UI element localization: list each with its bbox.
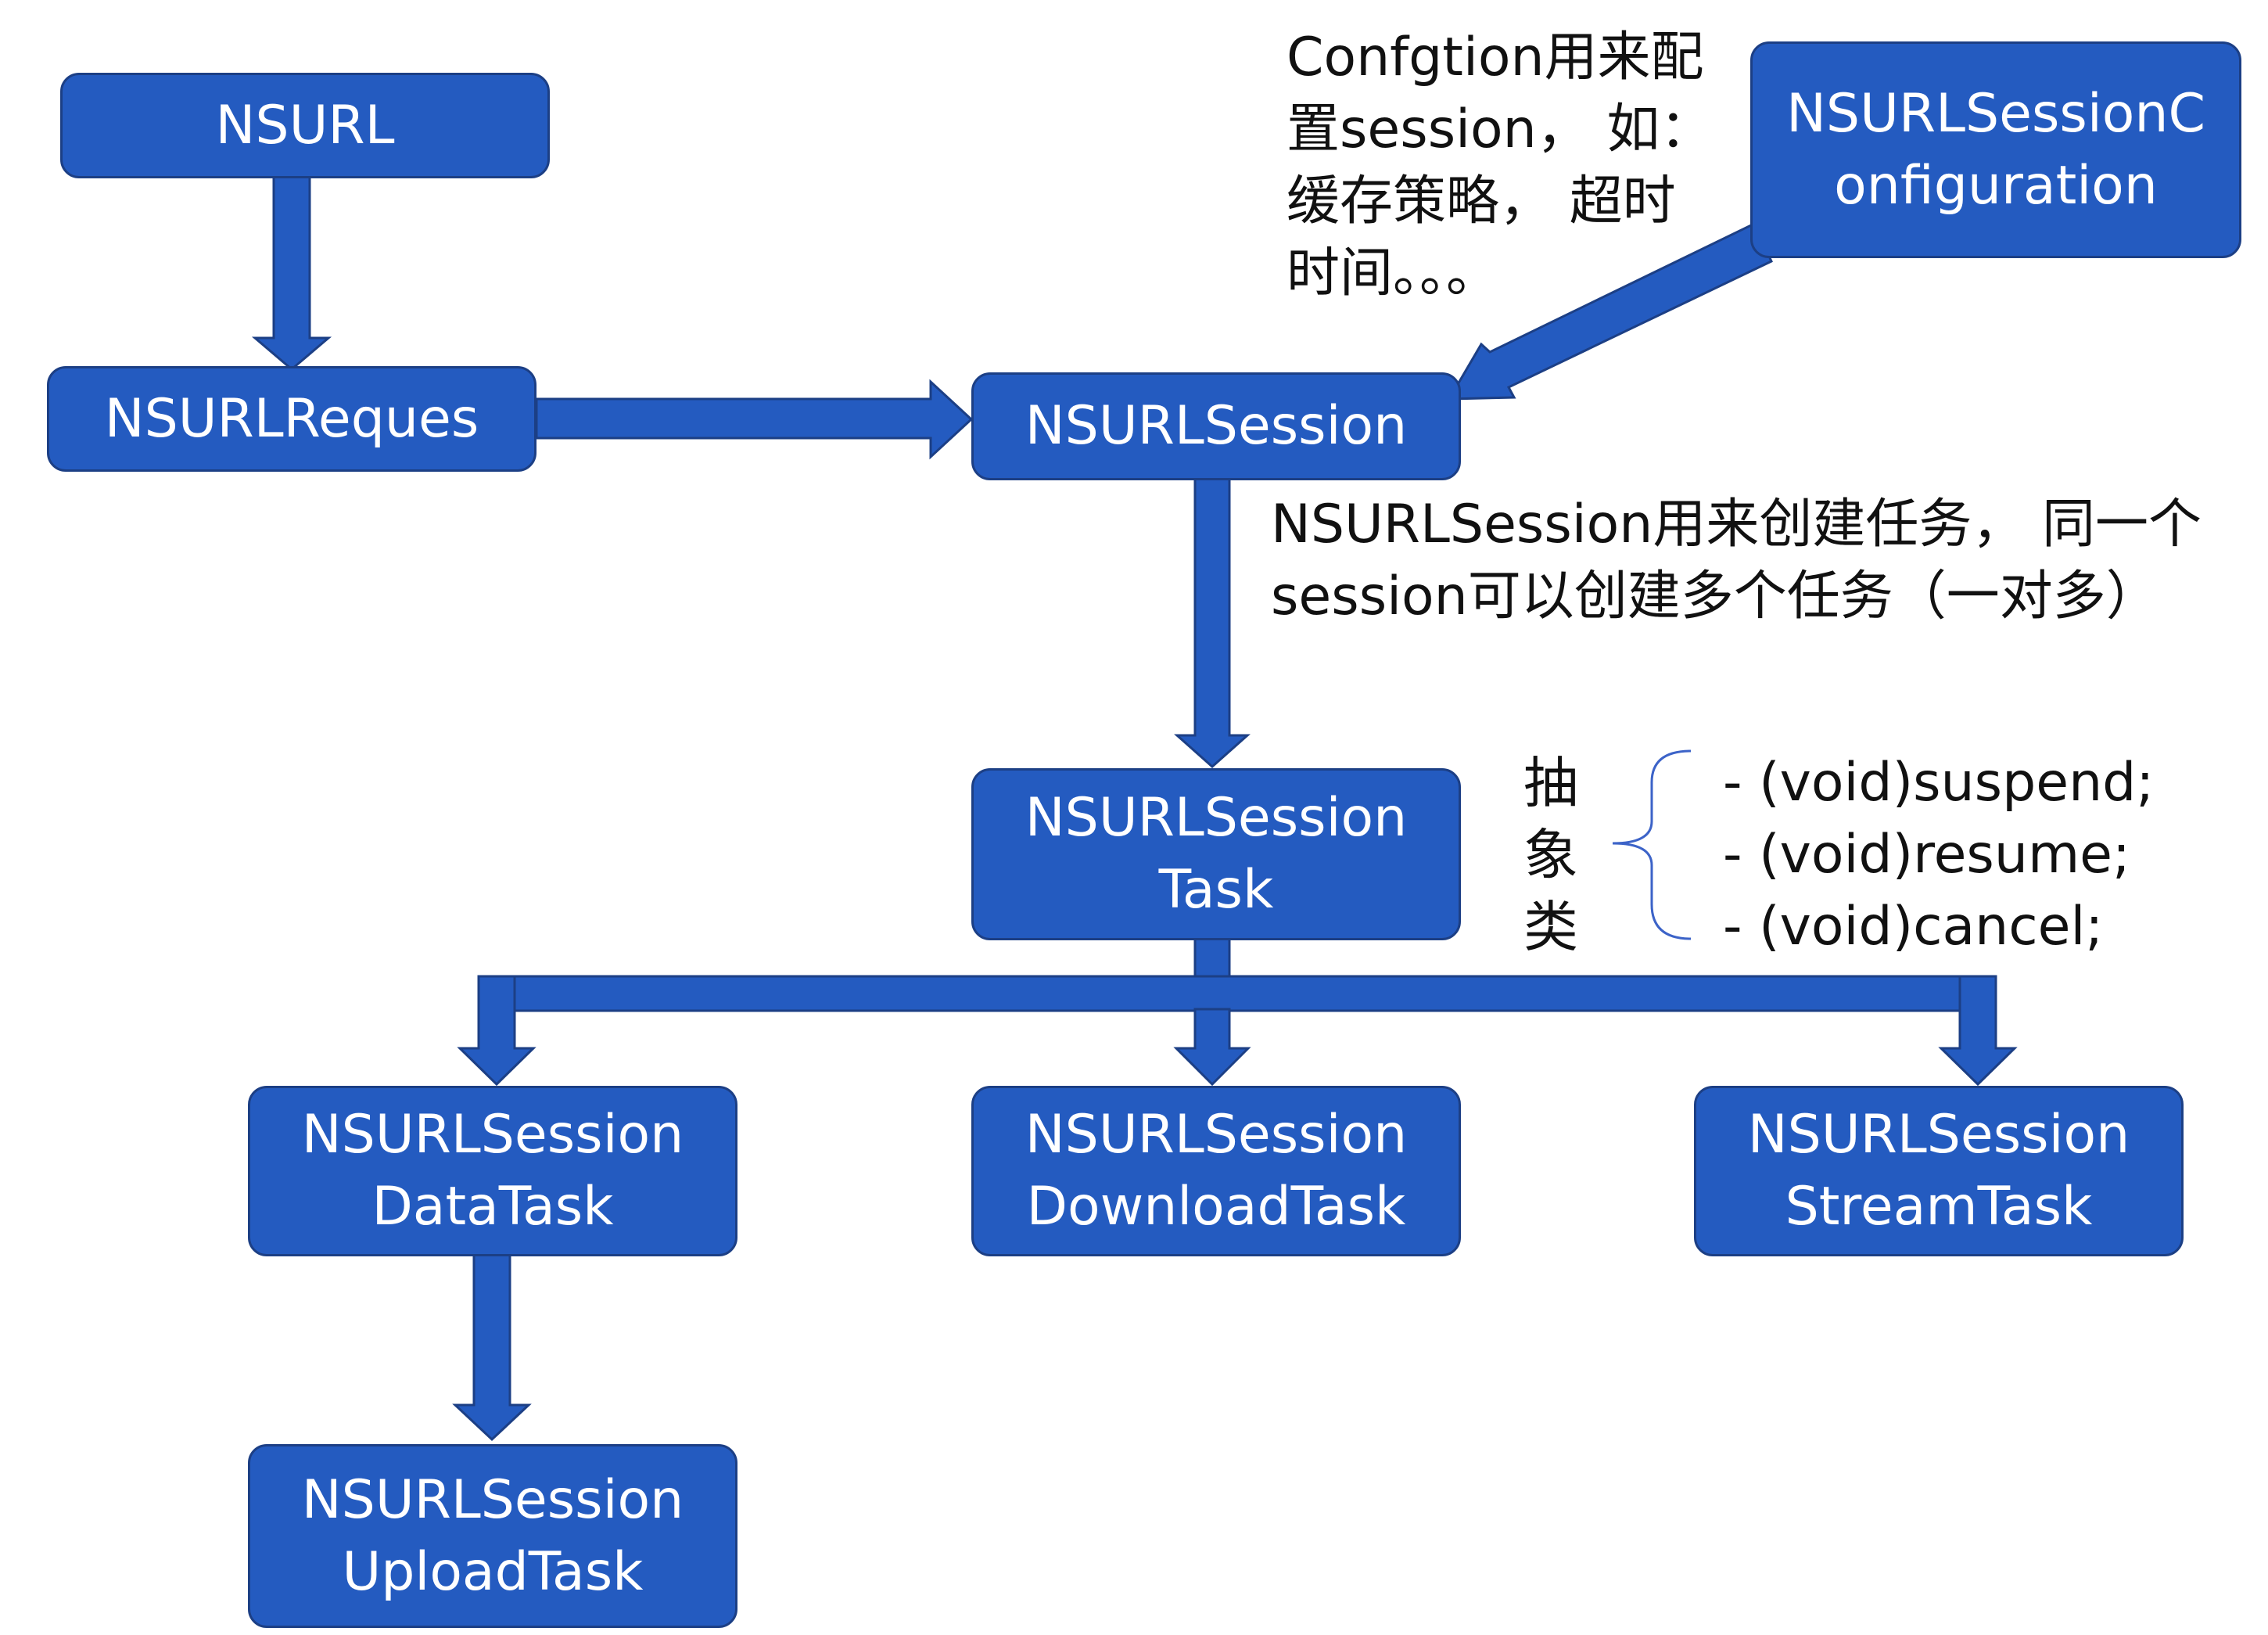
nsurlsession-node: NSURLSession bbox=[971, 372, 1461, 480]
abstract-char-3: 类 bbox=[1523, 895, 1578, 959]
uploadtask-node: NSURLSession UploadTask bbox=[248, 1444, 737, 1628]
arrow-nsurl-to-request bbox=[251, 174, 332, 371]
arrow-bus-to-streamtask bbox=[1938, 975, 2018, 1087]
downloadtask-label-line1: NSURLSession bbox=[1025, 1104, 1408, 1166]
nsurl-node: NSURL bbox=[60, 73, 550, 178]
method-suspend: - (void)suspend; bbox=[1723, 752, 2155, 814]
config-note-line4: 时间。。。 bbox=[1287, 243, 1500, 304]
arrow-task-stem bbox=[1193, 937, 1231, 979]
abstract-class-label: 抽 象 类 bbox=[1523, 747, 1578, 963]
datatask-label-line1: NSURLSession bbox=[301, 1104, 684, 1166]
downloadtask-label-line2: DownloadTask bbox=[1026, 1176, 1406, 1238]
session-note-line1: NSURLSession用来创建任务， 同一个 bbox=[1271, 494, 2202, 555]
abstract-char-1: 抽 bbox=[1523, 751, 1578, 815]
arrow-bus-to-downloadtask bbox=[1173, 1008, 1251, 1087]
task-label-line1: NSURLSession bbox=[1025, 787, 1408, 849]
brace-icon bbox=[1612, 749, 1692, 940]
config-note-line3: 缓存策略， 超时 bbox=[1287, 171, 1676, 232]
arrow-bus bbox=[477, 975, 1997, 1012]
session-note-line2: session可以创建多个任务（一对多） bbox=[1271, 566, 2159, 627]
arrow-bus-to-datatask bbox=[457, 975, 536, 1087]
nsurlrequest-label: NSURLReques bbox=[104, 387, 479, 450]
nsurlsessionconfiguration-node: NSURLSessionC onfiguration bbox=[1750, 41, 2241, 258]
nsurl-label: NSURL bbox=[215, 94, 395, 156]
method-resume: - (void)resume; bbox=[1723, 824, 2130, 886]
arrow-datatask-to-uploadtask bbox=[452, 1253, 532, 1442]
arrow-request-to-session bbox=[535, 379, 974, 460]
abstract-char-2: 象 bbox=[1523, 823, 1578, 887]
nsurlsession-label: NSURLSession bbox=[1025, 395, 1408, 457]
streamtask-node: NSURLSession StreamTask bbox=[1694, 1086, 2184, 1256]
config-label-line2: onfiguration bbox=[1834, 154, 2158, 217]
method-cancel: - (void)cancel; bbox=[1723, 896, 2104, 958]
task-label-line2: Task bbox=[1158, 859, 1274, 921]
datatask-label-line2: DataTask bbox=[371, 1176, 614, 1238]
uploadtask-label-line2: UploadTask bbox=[342, 1540, 644, 1603]
config-note: Confgtion用来配 置session， 如： 缓存策略， 超时 时间。。。 bbox=[1287, 22, 1713, 310]
streamtask-label-line1: NSURLSession bbox=[1747, 1104, 2130, 1166]
nsurlsessiontask-node: NSURLSession Task bbox=[971, 768, 1461, 940]
arrow-config-to-session bbox=[1447, 221, 1773, 401]
uploadtask-label-line1: NSURLSession bbox=[301, 1468, 684, 1531]
streamtask-label-line2: StreamTask bbox=[1785, 1176, 2093, 1238]
downloadtask-node: NSURLSession DownloadTask bbox=[971, 1086, 1461, 1256]
methods-list: - (void)suspend; - (void)resume; - (void… bbox=[1723, 747, 2154, 963]
config-note-line1: Confgtion用来配 bbox=[1287, 27, 1704, 88]
config-note-line2: 置session， 如： bbox=[1287, 99, 1714, 160]
arrow-session-to-task bbox=[1174, 477, 1251, 769]
session-note: NSURLSession用来创建任务， 同一个 session可以创建多个任务（… bbox=[1271, 489, 2202, 633]
config-label-line1: NSURLSessionC bbox=[1786, 82, 2205, 145]
datatask-node: NSURLSession DataTask bbox=[248, 1086, 737, 1256]
nsurlrequest-node: NSURLReques bbox=[47, 366, 536, 472]
